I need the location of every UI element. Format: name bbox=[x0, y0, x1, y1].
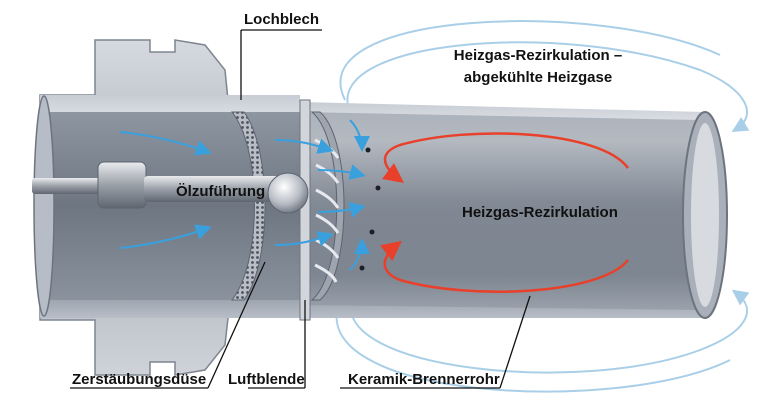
label-atomizing-nozzle: Zerstäubungsdüse bbox=[72, 371, 206, 388]
atomizing-nozzle bbox=[267, 172, 309, 214]
label-air-diaphragm: Luftblende bbox=[228, 371, 305, 388]
label-perforated-plate: Lochblech bbox=[244, 11, 319, 28]
label-ceramic-burner-tube: Keramik-Brennerrohr bbox=[348, 371, 500, 388]
perforated-plate bbox=[230, 111, 266, 301]
ceramic-burner-tube bbox=[300, 102, 728, 319]
air-flow-arrows bbox=[119, 119, 370, 271]
hot-gas-recirculation-arrows bbox=[380, 132, 630, 293]
oil-supply-pipe bbox=[32, 161, 284, 209]
fuel-jet-dots bbox=[359, 147, 381, 271]
label-inner-recirculation: Heizgas-Rezirkulation bbox=[462, 204, 618, 221]
label-oil-supply: Ölzuführung bbox=[176, 183, 265, 200]
label-outer-recirculation-line2: abgekühlte Heizgase bbox=[464, 69, 612, 86]
leader-lines bbox=[70, 29, 531, 389]
label-outer-recirculation-line1: Heizgas-Rezirkulation – bbox=[454, 47, 622, 64]
